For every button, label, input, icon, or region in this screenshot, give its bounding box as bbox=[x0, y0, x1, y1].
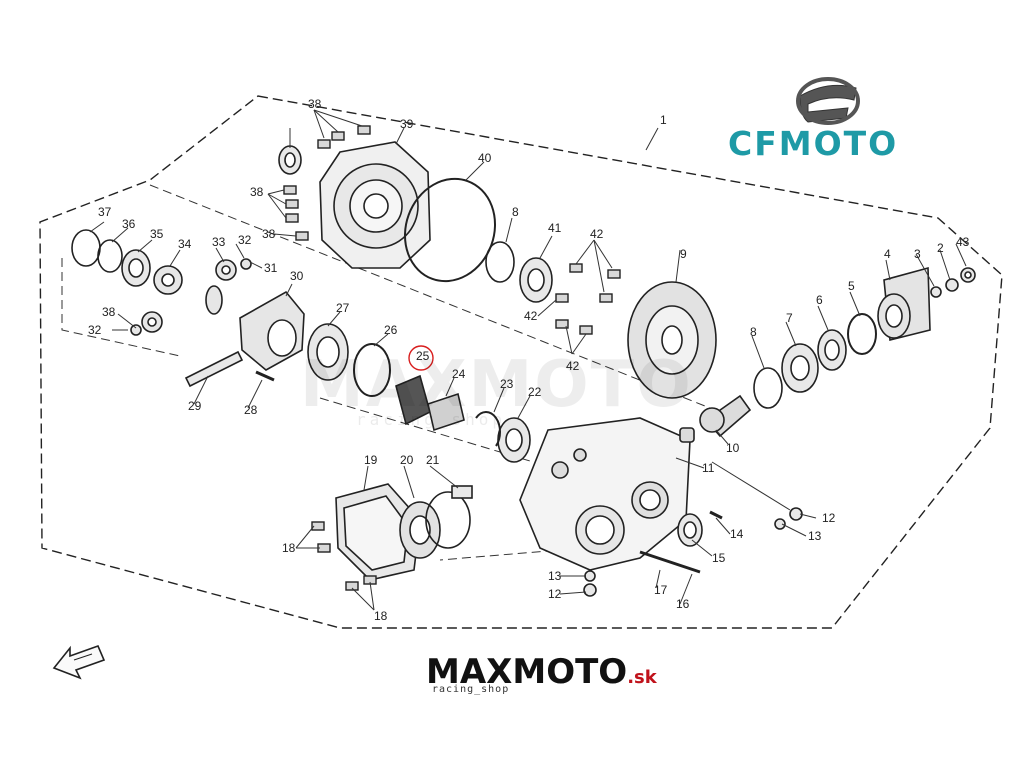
part-42-low-label: 42 bbox=[566, 359, 580, 373]
part-17-label: 17 bbox=[654, 583, 668, 597]
part-3-label: 3 bbox=[914, 247, 921, 261]
part-8-lower-label: 8 bbox=[750, 325, 757, 339]
assembly-boundary bbox=[39, 95, 1003, 629]
part-24-label: 24 bbox=[452, 367, 466, 381]
part-26-label: 26 bbox=[384, 323, 398, 337]
forward-arrow-icon bbox=[52, 644, 106, 680]
part-14-label: 14 bbox=[730, 527, 744, 541]
part-7-label: 7 bbox=[786, 311, 793, 325]
part-40-label: 40 bbox=[478, 151, 492, 165]
part-35-label: 35 bbox=[150, 227, 164, 241]
part-5-label: 5 bbox=[848, 279, 855, 293]
part-11-label: 11 bbox=[702, 461, 715, 475]
part-28-label: 28 bbox=[244, 403, 258, 417]
shop-logo-text: MAXMOTO bbox=[426, 652, 628, 692]
part-12-bottom-label: 12 bbox=[548, 587, 562, 601]
part-30-label: 30 bbox=[290, 269, 304, 283]
part-27-label: 27 bbox=[336, 301, 350, 315]
leader-lines bbox=[89, 109, 967, 611]
actuator-assembly bbox=[335, 483, 473, 581]
part-21-label: 21 bbox=[426, 453, 440, 467]
part-13-bottom-label: 13 bbox=[548, 569, 562, 583]
guide-line-left bbox=[61, 258, 181, 357]
shop-tagline: racing_shop bbox=[432, 684, 510, 695]
differential-parts bbox=[130, 258, 305, 371]
part-41-label: 41 bbox=[548, 221, 562, 235]
part-39-label: 39 bbox=[400, 117, 414, 131]
cfmoto-logo-icon bbox=[796, 77, 860, 125]
part-18-left-label: 18 bbox=[282, 541, 296, 555]
part-37-label: 37 bbox=[98, 205, 112, 219]
part-23-label: 23 bbox=[500, 377, 514, 391]
o-ring-40 bbox=[403, 177, 497, 283]
part-29-label: 29 bbox=[188, 399, 202, 413]
shop-logo: MAXMOTO.sk bbox=[426, 652, 657, 692]
part-34-label: 34 bbox=[178, 237, 192, 251]
part-18-bottom-label: 18 bbox=[374, 609, 388, 623]
ring-gear bbox=[627, 281, 717, 399]
watermark: MAXMOTO bbox=[300, 348, 693, 422]
guide-line-upper bbox=[149, 184, 721, 413]
part-19-label: 19 bbox=[364, 453, 378, 467]
part-42-top-label: 42 bbox=[590, 227, 604, 241]
pinion-gear bbox=[679, 394, 752, 443]
part-13-right-label: 13 bbox=[808, 529, 822, 543]
seals-and-bearings bbox=[71, 145, 976, 597]
part-15-right-label: 15 bbox=[712, 551, 726, 565]
part-38-low-label: 38 bbox=[262, 227, 276, 241]
part-12-right-label: 12 bbox=[822, 511, 836, 525]
part-10-label: 10 bbox=[726, 441, 740, 455]
part-22-label: 22 bbox=[528, 385, 542, 399]
part-38-top-label: 38 bbox=[308, 97, 322, 111]
highlight-circle bbox=[408, 345, 434, 371]
part-25-label: 25 bbox=[416, 349, 430, 363]
shop-logo-suffix: .sk bbox=[627, 667, 657, 688]
part-33-label: 33 bbox=[212, 235, 226, 249]
part-38-mid-label: 38 bbox=[250, 185, 264, 199]
part-43-label: 43 bbox=[956, 235, 970, 249]
part-9-label: 9 bbox=[680, 247, 687, 261]
rear-housing bbox=[519, 417, 691, 571]
clutch-parts bbox=[395, 374, 501, 447]
part-2-label: 2 bbox=[937, 241, 944, 255]
part-38-left-label: 38 bbox=[102, 305, 116, 319]
part-6-label: 6 bbox=[816, 293, 823, 307]
cfmoto-logo-text: CFMOTO bbox=[728, 124, 899, 163]
part-32-top-label: 32 bbox=[238, 233, 252, 247]
watermark-sub: racing_shop bbox=[356, 410, 506, 429]
shafts-and-pins bbox=[184, 350, 723, 574]
part-31-label: 31 bbox=[264, 261, 278, 275]
part-16-label: 16 bbox=[676, 597, 690, 611]
part-4-label: 4 bbox=[884, 247, 891, 261]
part-20-label: 20 bbox=[400, 453, 414, 467]
part-1-label: 1 bbox=[660, 113, 667, 127]
front-housing-cover bbox=[319, 141, 431, 269]
part-42-mid-label: 42 bbox=[524, 309, 538, 323]
part-36-label: 36 bbox=[122, 217, 136, 231]
part-32-left-label: 32 bbox=[88, 323, 102, 337]
output-flange bbox=[877, 266, 931, 342]
part-8-upper-label: 8 bbox=[512, 205, 519, 219]
